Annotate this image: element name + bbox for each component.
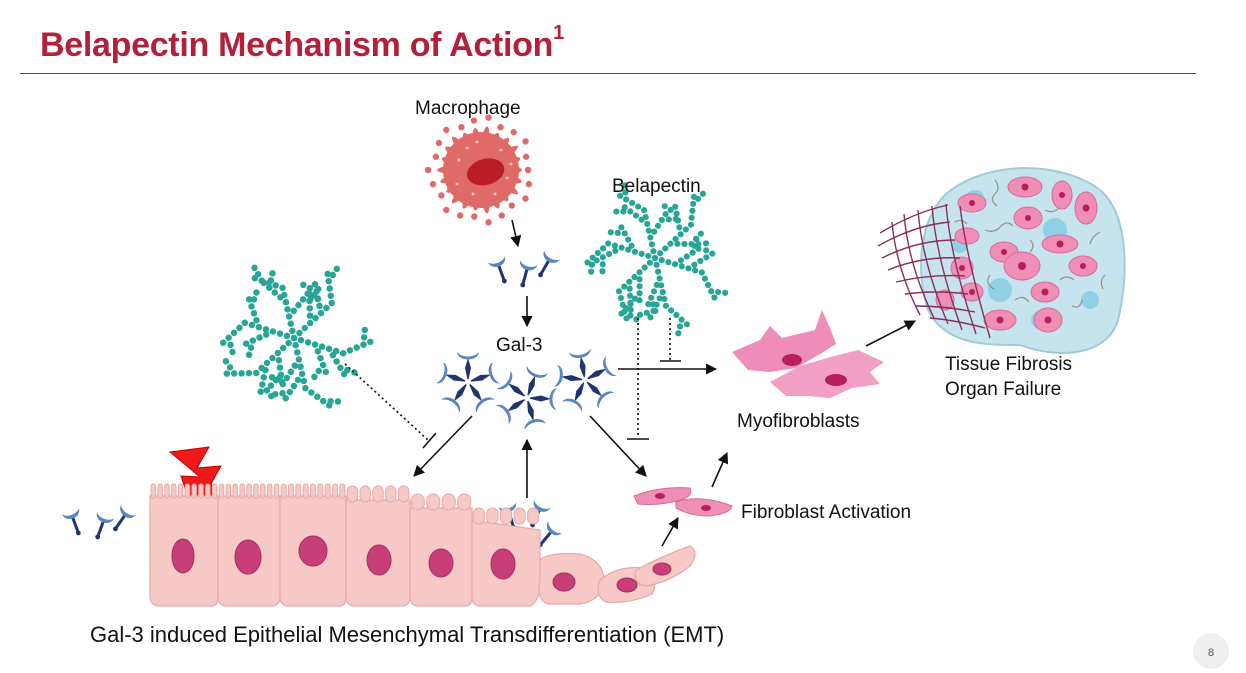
pathway-arrows [413,219,916,547]
myofibroblasts-label: Myofibroblasts [737,411,860,432]
belapectin-label: Belapectin [612,176,701,197]
title-text: Belapectin Mechanism of Action [40,26,554,64]
gal3-pentamer-icon [436,348,617,430]
page-number: 8 [1193,633,1229,669]
title-divider [20,73,1196,74]
organ-failure-label: Organ Failure [945,379,1062,400]
inhibition-lines [344,318,681,449]
tissue-fibrosis-label: Tissue Fibrosis [945,354,1073,375]
slide-title: Belapectin Mechanism of Action1 [40,22,564,65]
gal3-monomer-icon [60,503,138,544]
fibrosis-tissue-icon [877,167,1126,354]
fibroblast-activation-label: Fibroblast Activation [741,502,912,523]
macrophage-label: Macrophage [415,98,521,119]
gal3-label: Gal-3 [496,335,543,356]
belapectin-polymer-icon [584,182,729,337]
epithelium-icon [149,483,733,607]
title-footnote-mark: 1 [553,22,564,44]
myofibroblast-icon [732,310,884,398]
macrophage-icon [424,114,533,226]
belapectin-polymer-icon [219,264,374,409]
emt-caption: Gal-3 induced Epithelial Mesenchymal Tra… [90,622,725,647]
gal3-monomer-icon [486,248,562,292]
